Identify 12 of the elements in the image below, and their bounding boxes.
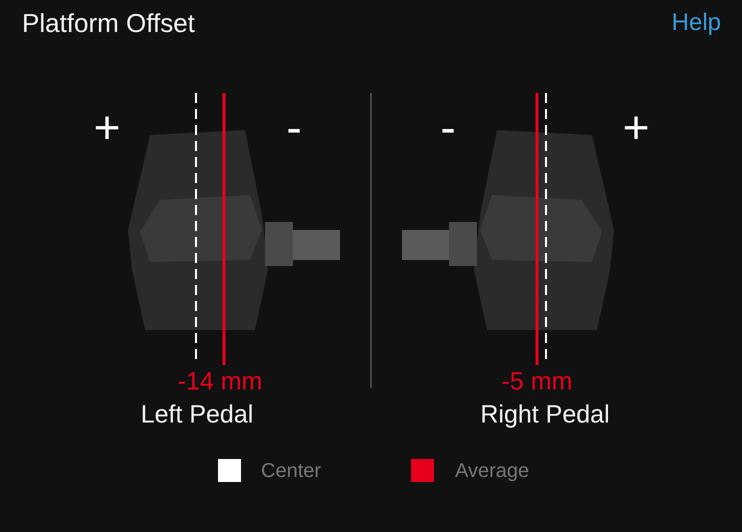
- offset-value: -14 mm: [178, 370, 262, 394]
- pedal-label: Right Pedal: [480, 402, 610, 428]
- help-link: Help: [672, 11, 721, 35]
- plus-sign: +: [622, 104, 650, 150]
- minus-sign: -: [440, 104, 456, 150]
- screen-title: Platform Offset: [22, 10, 195, 36]
- legend-label: Average: [455, 461, 530, 481]
- legend-label: Center: [261, 461, 322, 481]
- plus-sign: +: [94, 104, 120, 150]
- offset-value: -5 mm: [502, 370, 572, 394]
- minus-sign: -: [286, 104, 302, 150]
- pedal-label: Left Pedal: [140, 402, 254, 428]
